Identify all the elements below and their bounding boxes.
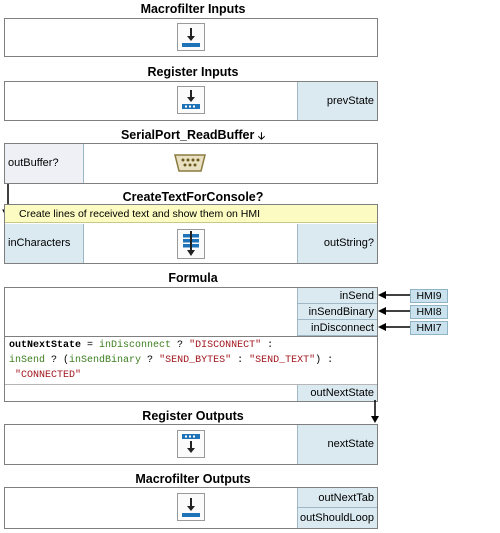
output-port-outstring[interactable]: outString? bbox=[297, 224, 377, 263]
code-token: inSendBinary bbox=[69, 355, 142, 366]
serialport-readbuffer-block[interactable]: outBuffer? bbox=[4, 143, 378, 184]
small-down-arrow-icon[interactable]: 🡣 bbox=[257, 131, 266, 142]
output-port-prevstate[interactable]: prevState bbox=[297, 82, 377, 120]
input-port-nextstate[interactable]: nextState bbox=[297, 425, 377, 464]
code-token: inSend bbox=[9, 355, 46, 366]
input-port-insend[interactable]: inSend bbox=[297, 288, 377, 304]
formula-code[interactable]: outNextState = inDisconnect ? "DISCONNEC… bbox=[9, 338, 333, 383]
hmi-badge-hmi8[interactable]: HMI8 bbox=[410, 305, 448, 319]
input-port-indisconnect[interactable]: inDisconnect bbox=[297, 320, 377, 336]
array-icon-frame bbox=[177, 229, 205, 259]
macrofilter-inputs-title: Macrofilter Inputs bbox=[140, 2, 246, 16]
code-token: : bbox=[261, 340, 274, 351]
serialport-readbuffer-label: SerialPort_ReadBuffer bbox=[120, 128, 255, 142]
hmi-badge-hmi9[interactable]: HMI9 bbox=[410, 289, 448, 303]
code-token: "SEND_TEXT" bbox=[249, 355, 316, 366]
code-token: outNextState bbox=[9, 340, 82, 351]
output-port-outnextstate[interactable]: outNextState bbox=[297, 385, 377, 401]
code-token: "CONNECTED" bbox=[15, 370, 82, 381]
register-down-arrow-icon bbox=[182, 434, 200, 453]
register-outputs-icon bbox=[177, 430, 205, 458]
register-outputs-block[interactable]: nextState bbox=[4, 424, 378, 465]
code-token: "SEND_BYTES" bbox=[159, 355, 232, 366]
array-down-arrow-icon bbox=[183, 231, 199, 256]
code-token: "DISCONNECT" bbox=[189, 340, 262, 351]
serialport-readbuffer-title: SerialPort_ReadBuffer 🡣 bbox=[0, 127, 386, 145]
input-port-insendbinary[interactable]: inSendBinary bbox=[297, 304, 377, 320]
down-arrow-into-bar-icon bbox=[182, 498, 200, 517]
code-token: ? bbox=[171, 340, 190, 351]
code-token: ) : bbox=[315, 355, 334, 366]
macrofilter-outputs-icon bbox=[177, 493, 205, 521]
output-port-outbuffer[interactable]: outBuffer? bbox=[5, 144, 84, 183]
hmi-connection-arrows bbox=[378, 291, 410, 331]
code-token: : bbox=[231, 355, 250, 366]
input-port-incharacters[interactable]: inCharacters bbox=[5, 224, 84, 263]
block-comment: Create lines of received text and show t… bbox=[5, 205, 377, 223]
code-token: inDisconnect bbox=[99, 340, 172, 351]
formula-block[interactable]: inSend inSendBinary inDisconnect outNext… bbox=[4, 287, 378, 402]
code-token: = bbox=[81, 340, 100, 351]
register-inputs-block[interactable]: prevState bbox=[4, 81, 378, 121]
register-down-arrow-icon bbox=[182, 90, 200, 109]
down-arrow-into-bar-icon bbox=[182, 28, 200, 47]
formula-title: Formula bbox=[168, 271, 218, 285]
input-port-outshouldloop[interactable]: outShouldLoop bbox=[297, 508, 377, 528]
code-token: ? bbox=[141, 355, 160, 366]
formula-code-line-1: outNextState = inDisconnect ? "DISCONNEC… bbox=[9, 338, 333, 353]
formula-output-divider bbox=[5, 384, 377, 385]
macrofilter-outputs-block[interactable]: outNextTab outShouldLoop bbox=[4, 487, 378, 529]
serial-port-graphic bbox=[174, 154, 206, 172]
macrofilter-inputs-icon bbox=[177, 23, 205, 51]
register-inputs-icon bbox=[177, 86, 205, 114]
connection-outnextstate-nextstate bbox=[371, 400, 379, 423]
createtextforconsole-title: CreateTextForConsole? bbox=[122, 190, 264, 204]
formula-divider bbox=[5, 336, 377, 337]
macrofilter-outputs-title: Macrofilter Outputs bbox=[135, 472, 251, 486]
formula-code-line-2: inSend ? (inSendBinary ? "SEND_BYTES" : … bbox=[9, 353, 333, 368]
formula-code-line-3: "CONNECTED" bbox=[9, 368, 333, 383]
hmi-badge-hmi7[interactable]: HMI7 bbox=[410, 321, 448, 335]
createtextforconsole-block[interactable]: Create lines of received text and show t… bbox=[4, 204, 378, 264]
code-token: ? ( bbox=[45, 355, 70, 366]
register-outputs-title: Register Outputs bbox=[142, 409, 244, 423]
register-inputs-title: Register Inputs bbox=[147, 65, 239, 79]
macrofilter-inputs-block[interactable] bbox=[4, 18, 378, 57]
input-port-outnexttab[interactable]: outNextTab bbox=[297, 488, 377, 508]
